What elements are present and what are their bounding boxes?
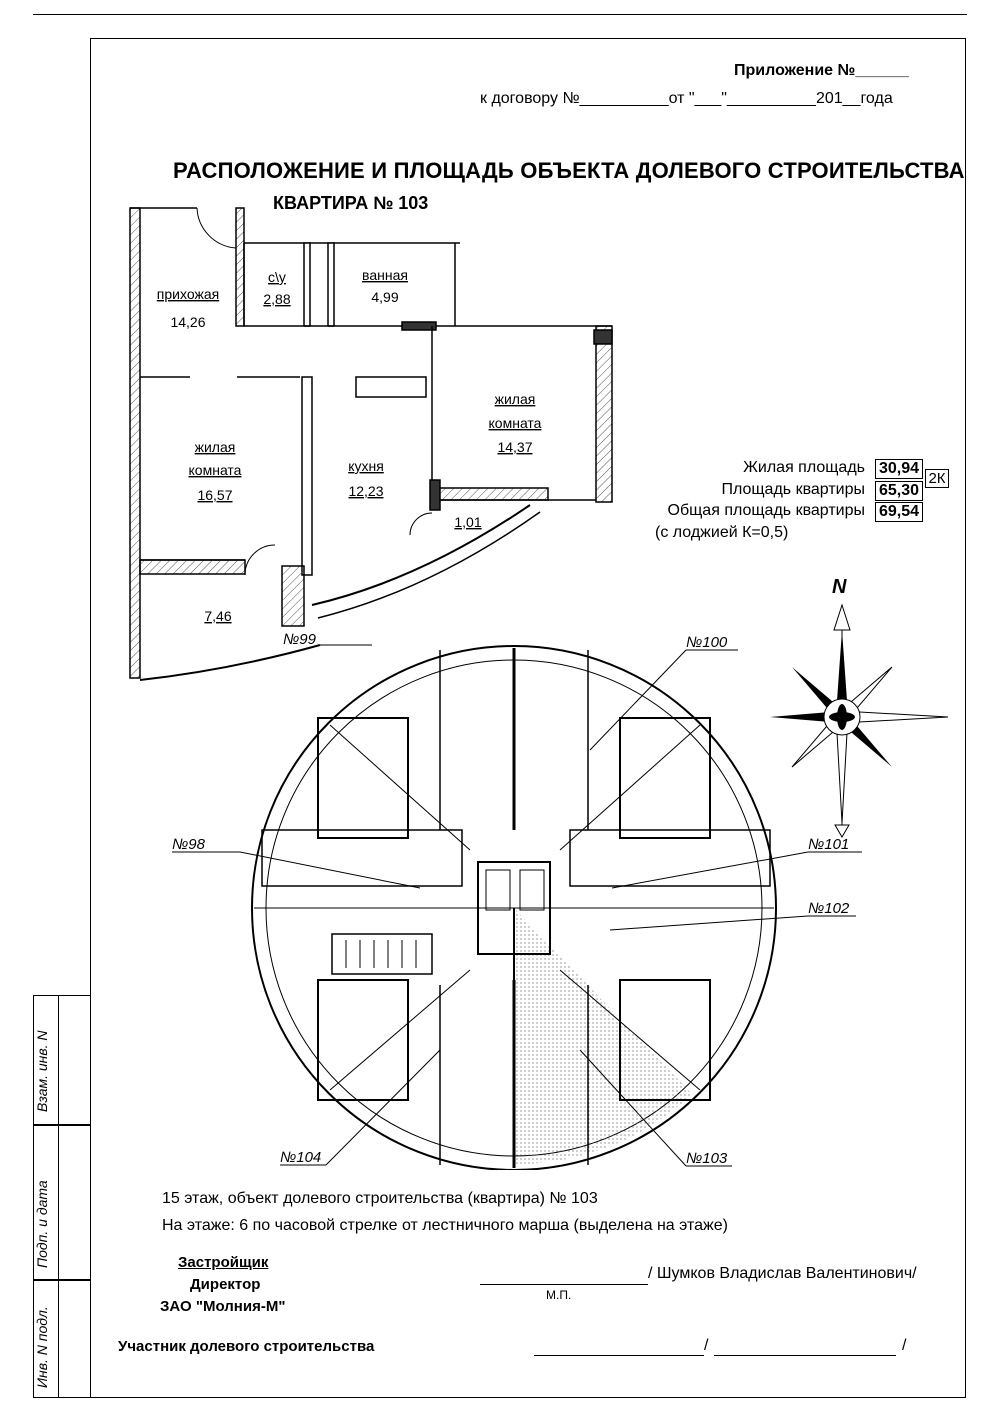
stamp-podp (33, 1125, 91, 1280)
apartment-number: КВАРТИРА № 103 (273, 193, 429, 213)
developer-position: Директор (190, 1276, 261, 1293)
stamp-divider (58, 995, 59, 1398)
unit-101-label: №101 (808, 836, 849, 853)
room-kitchen-name: кухня (348, 458, 384, 474)
participant-label: Участник долевого строительства (118, 1338, 375, 1355)
room-living2-name2: комната (189, 462, 242, 478)
total-area-label: Общая площадь квартиры (667, 502, 865, 519)
participant-slash-2: / (902, 1337, 907, 1354)
unit-103-label: №103 (686, 1150, 728, 1167)
room-living1-name2: комната (489, 415, 542, 431)
apartment-type: 2К (925, 469, 949, 488)
compass-north-label: N (832, 576, 847, 598)
floor-plan: №99 №100 №98 №101 №102 №104 №103 (172, 631, 862, 1170)
top-rule (33, 14, 967, 15)
total-area-value: 69,54 (875, 502, 923, 522)
unit-102-label: №102 (808, 900, 850, 917)
floor-caption: 15 этаж, объект долевого строительства (… (162, 1190, 598, 1207)
unit-98-label: №98 (172, 836, 206, 853)
developer-company: ЗАО "Молния-М" (160, 1298, 286, 1315)
participant-signature-line (534, 1355, 704, 1356)
developer-signature-line (480, 1284, 648, 1285)
room-balcony-area: 1,01 (454, 514, 481, 530)
location-caption: На этаже: 6 по часовой стрелке от лестни… (162, 1217, 728, 1234)
room-bath-area: 4,99 (371, 289, 398, 305)
developer-role: Застройщик (178, 1254, 269, 1271)
living-area-value: 30,94 (875, 459, 923, 479)
participant-slash-1: / (704, 1337, 709, 1354)
room-living1-name1: жилая (495, 391, 536, 407)
compass-rose: N (770, 576, 949, 838)
unit-104-label: №104 (280, 1149, 321, 1166)
developer-signature-name: / Шумков Владислав Валентинович/ (648, 1265, 917, 1282)
room-hall-area: 14,26 (170, 314, 205, 330)
room-living2-area: 16,57 (197, 487, 232, 503)
stamp-place: М.П. (546, 1288, 572, 1302)
room-kitchen-area: 12,23 (348, 483, 383, 499)
room-living1-area: 14,37 (497, 439, 532, 455)
page-frame (90, 38, 966, 1398)
unit-100-label: №100 (686, 634, 728, 651)
living-area-label: Жилая площадь (743, 459, 865, 476)
appendix-number: Приложение №______ (734, 62, 909, 79)
stamp-inv (33, 1280, 91, 1398)
room-bath-name: ванная (362, 267, 408, 283)
apartment-area-label: Площадь квартиры (721, 481, 865, 498)
apartment-area-value: 65,30 (875, 481, 923, 501)
room-loggia-area: 7,46 (204, 608, 231, 624)
loggia-note: (с лоджией К=0,5) (655, 524, 789, 541)
stamp-vzam (33, 995, 91, 1125)
participant-name-line (714, 1355, 896, 1356)
apartment-plan: прихожая 14,26 с\у 2,88 ванная 4,99 жила… (129, 207, 613, 681)
contract-ref: к договору №__________от "___"__________… (480, 90, 893, 107)
room-wc-name: с\у (268, 269, 286, 285)
room-living2-name1: жилая (195, 439, 236, 455)
room-wc-area: 2,88 (263, 291, 290, 307)
stamp-inv-label: Инв. N подл. (34, 1306, 50, 1388)
document-title: РАСПОЛОЖЕНИЕ И ПЛОЩАДЬ ОБЪЕКТА ДОЛЕВОГО … (173, 158, 965, 183)
room-hall-name: прихожая (157, 286, 219, 302)
unit-99-label: №99 (283, 631, 317, 648)
stamp-podp-label: Подп. и дата (34, 1180, 50, 1268)
